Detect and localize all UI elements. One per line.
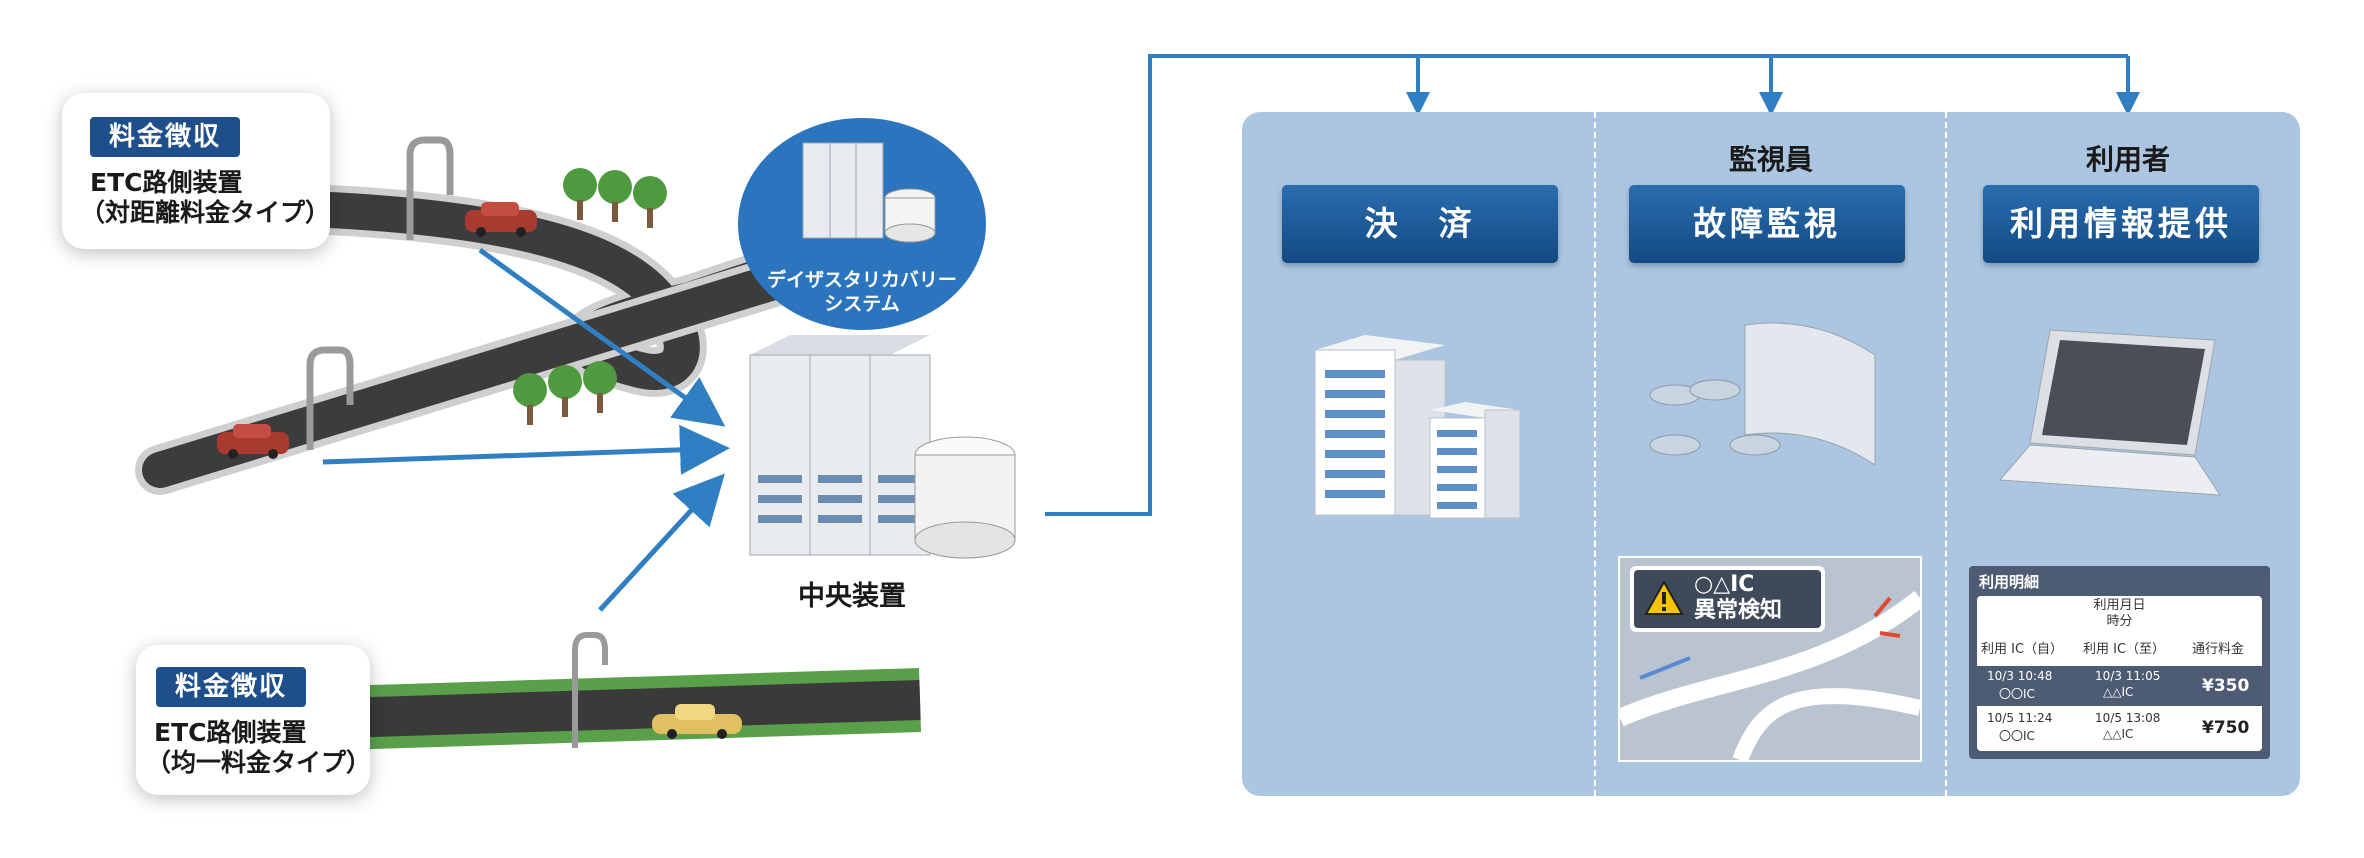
col-to-ic: 利用 IC（至） [2083,642,2166,657]
header-settlement: 決 済 [1282,185,1558,263]
callout-distance-etc: 料金徴収 ETC路側装置 （対距離料金タイプ） [62,93,330,249]
car-icon [217,424,289,459]
section-divider [1594,112,1596,796]
alert-line2: 異常検知 [1694,598,1783,623]
tree-icon [563,168,667,228]
usage-detail-card: 利用明細 利用月日 時分 利用 IC（自） 利用 IC（至） 通行料金 10/3… [1969,566,2270,759]
recovery-label-line2: システム [824,293,900,315]
role-monitoring-staff: 監視員 [1728,143,1813,176]
car-icon [652,704,742,739]
table-row: 10/3 10:48 〇〇IC 10/3 11:05 △△IC ¥350 [1977,666,2262,706]
server-icon [802,142,936,243]
role-user: 利用者 [2085,143,2170,176]
tag-fee-collection: 料金徴収 [156,667,306,707]
header-usage-info: 利用情報提供 [1983,185,2259,263]
monitoring-room-icon [1649,322,1876,466]
col-date: 利用月日 時分 [2093,598,2146,629]
section-divider [1945,112,1947,796]
tree-icon [513,361,617,425]
alert-line1: ○△IC [1694,572,1755,597]
etc-gantry-icon [406,136,454,240]
alert-box: ○△IC 異常検知 [1630,566,1825,632]
office-building-icon [1314,335,1521,519]
col-from-ic: 利用 IC（自） [1981,642,2064,657]
central-server-icon [749,335,1016,559]
header-fault-monitoring: 故障監視 [1629,185,1905,263]
warning-icon [1644,580,1684,615]
recovery-label-line1: デイザスタリカバリー [767,269,957,291]
tag-fee-collection: 料金徴収 [90,117,240,157]
disaster-recovery-system: デイザスタリカバリー システム [738,118,986,330]
callout-line2: （対距離料金タイプ） [80,198,331,227]
usage-detail-title: 利用明細 [1979,573,2040,591]
laptop-icon [1998,329,2221,496]
output-line [1045,54,2128,516]
callout-line1: ETC路側装置 [154,718,307,747]
callout-line1: ETC路側装置 [90,168,243,197]
central-label: 中央装置 [798,581,906,612]
etc-gantry-icon [572,632,608,748]
callout-flat-etc: 料金徴収 ETC路側装置 （均一料金タイプ） [136,645,372,795]
arrow-distance-to-central [478,247,726,427]
table-row: 10/5 11:24 〇〇IC 10/5 13:08 △△IC ¥750 [1977,708,2262,748]
callout-line2: （均一料金タイプ） [146,748,372,777]
car-icon [465,202,537,237]
arrow-flat-to-central [598,473,725,612]
etc-gantry-icon [306,346,354,450]
arrow-road-to-central [322,424,730,475]
usage-detail-table: 利用月日 時分 利用 IC（自） 利用 IC（至） 通行料金 10/3 10:4… [1977,596,2262,751]
col-fee: 通行料金 [2192,642,2245,657]
anomaly-map: ○△IC 異常検知 [1618,556,1922,762]
